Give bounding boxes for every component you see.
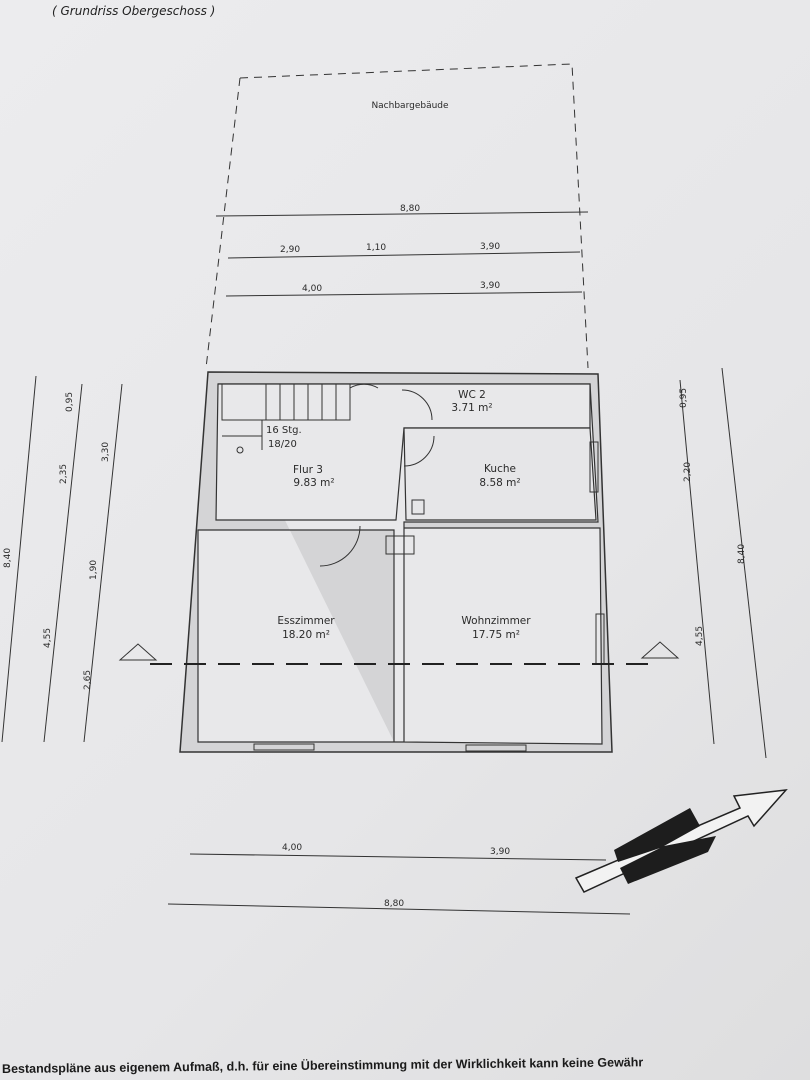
svg-text:8,40: 8,40 — [3, 548, 13, 568]
dim-top-total: 8,80 — [400, 204, 420, 214]
window — [465, 744, 527, 752]
svg-text:18/20: 18/20 — [268, 439, 297, 450]
svg-text:4,00: 4,00 — [282, 843, 302, 853]
svg-text:9.83 m²: 9.83 m² — [293, 477, 334, 489]
window — [253, 743, 315, 751]
svg-text:0,95: 0,95 — [65, 392, 75, 412]
svg-text:8,40: 8,40 — [737, 544, 747, 564]
plan-title: ( Grundriss Obergeschoss ) — [52, 4, 216, 18]
door-stair — [349, 383, 379, 389]
door-wc — [401, 389, 433, 421]
staircase — [221, 383, 351, 454]
svg-text:4,55: 4,55 — [43, 628, 53, 648]
svg-text:3,30: 3,30 — [101, 442, 111, 462]
dim-top-5: 3,90 — [480, 281, 500, 291]
svg-text:2,35: 2,35 — [59, 464, 69, 484]
room-wohnzimmer: Wohnzimmer 17.75 m² — [461, 615, 531, 641]
svg-text:4,55: 4,55 — [695, 626, 705, 646]
svg-text:Wohnzimmer: Wohnzimmer — [461, 615, 531, 627]
room-esszimmer: Esszimmer 18.20 m² — [277, 615, 335, 641]
svg-text:0,95: 0,95 — [679, 388, 689, 408]
chimney — [411, 499, 425, 515]
dim-top-2: 1,10 — [366, 243, 386, 253]
stair-label: 16 Stg. 18/20 — [266, 425, 302, 450]
svg-text:Flur 3: Flur 3 — [293, 464, 323, 476]
section-marker-icon — [640, 641, 680, 659]
room-wc: WC 2 3.71 m² — [451, 389, 492, 414]
bottom-dimensions: 4,00 3,90 8,80 — [167, 843, 631, 915]
svg-text:17.75 m²: 17.75 m² — [472, 629, 520, 641]
svg-text:3.71 m²: 3.71 m² — [451, 402, 492, 414]
svg-text:1,90: 1,90 — [89, 560, 99, 580]
north-arrow-icon — [574, 789, 788, 893]
room-kuche: Kuche 8.58 m² — [479, 463, 520, 489]
section-marker-icon — [118, 643, 158, 661]
right-dimensions: 0,95 2,20 4,55 8,40 — [679, 367, 767, 759]
svg-text:WC 2: WC 2 — [458, 389, 486, 401]
svg-text:8,80: 8,80 — [384, 899, 404, 909]
top-dimensions: 8,80 2,90 1,10 3,90 4,00 3,90 — [215, 204, 589, 297]
left-dimensions: 0,95 2,35 3,30 1,90 4,55 2,65 8,40 — [1, 375, 123, 743]
window — [589, 441, 599, 493]
neighbor-label: Nachbargebäude — [371, 101, 449, 111]
svg-text:16 Stg.: 16 Stg. — [266, 425, 302, 436]
svg-text:2,20: 2,20 — [683, 462, 693, 482]
dim-top-4: 4,00 — [302, 284, 322, 294]
svg-text:3,90: 3,90 — [490, 847, 510, 857]
svg-text:18.20 m²: 18.20 m² — [282, 629, 330, 641]
svg-text:8.58 m²: 8.58 m² — [479, 477, 520, 489]
dim-top-3: 3,90 — [480, 242, 500, 252]
door-kuche — [403, 435, 435, 467]
neighbor-building-outline — [205, 63, 589, 369]
svg-text:Esszimmer: Esszimmer — [277, 615, 335, 627]
svg-text:2,65: 2,65 — [83, 670, 93, 690]
room-flur: Flur 3 9.83 m² — [293, 464, 335, 489]
svg-text:Kuche: Kuche — [484, 463, 516, 475]
dim-top-1: 2,90 — [280, 245, 300, 255]
door-esszimmer — [319, 525, 361, 567]
